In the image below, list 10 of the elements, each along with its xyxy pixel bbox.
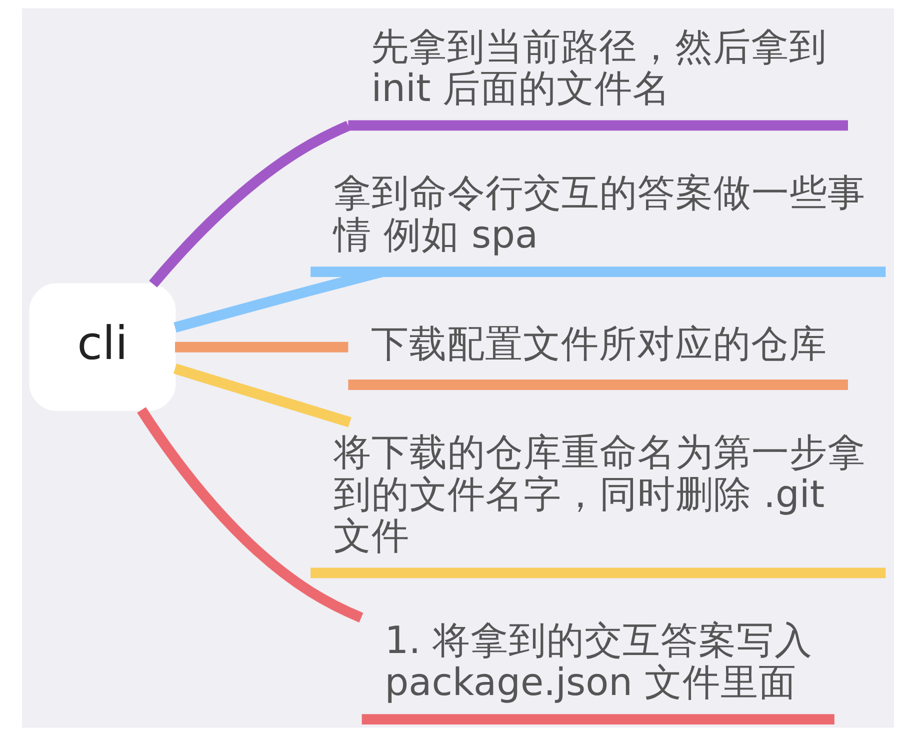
connector — [175, 342, 348, 352]
connector — [137, 407, 364, 623]
connector — [173, 364, 352, 428]
node-text: 1. 将拿到的交互答案写入 package.json 文件里面 — [384, 618, 813, 704]
node-text: 下载配置文件所对应的仓库 — [371, 321, 828, 366]
node-text: 将下载的仓库重命名为第一步拿到的文件名字，同时删除 .git 文件 — [334, 430, 866, 558]
node-text: 先拿到当前路径，然后拿到 init 后面的文件名 — [371, 24, 828, 110]
node-box: cli — [29, 283, 176, 411]
connector — [149, 120, 350, 288]
node-text: 拿到命令行交互的答案做一些事情 例如 spa — [334, 170, 866, 257]
